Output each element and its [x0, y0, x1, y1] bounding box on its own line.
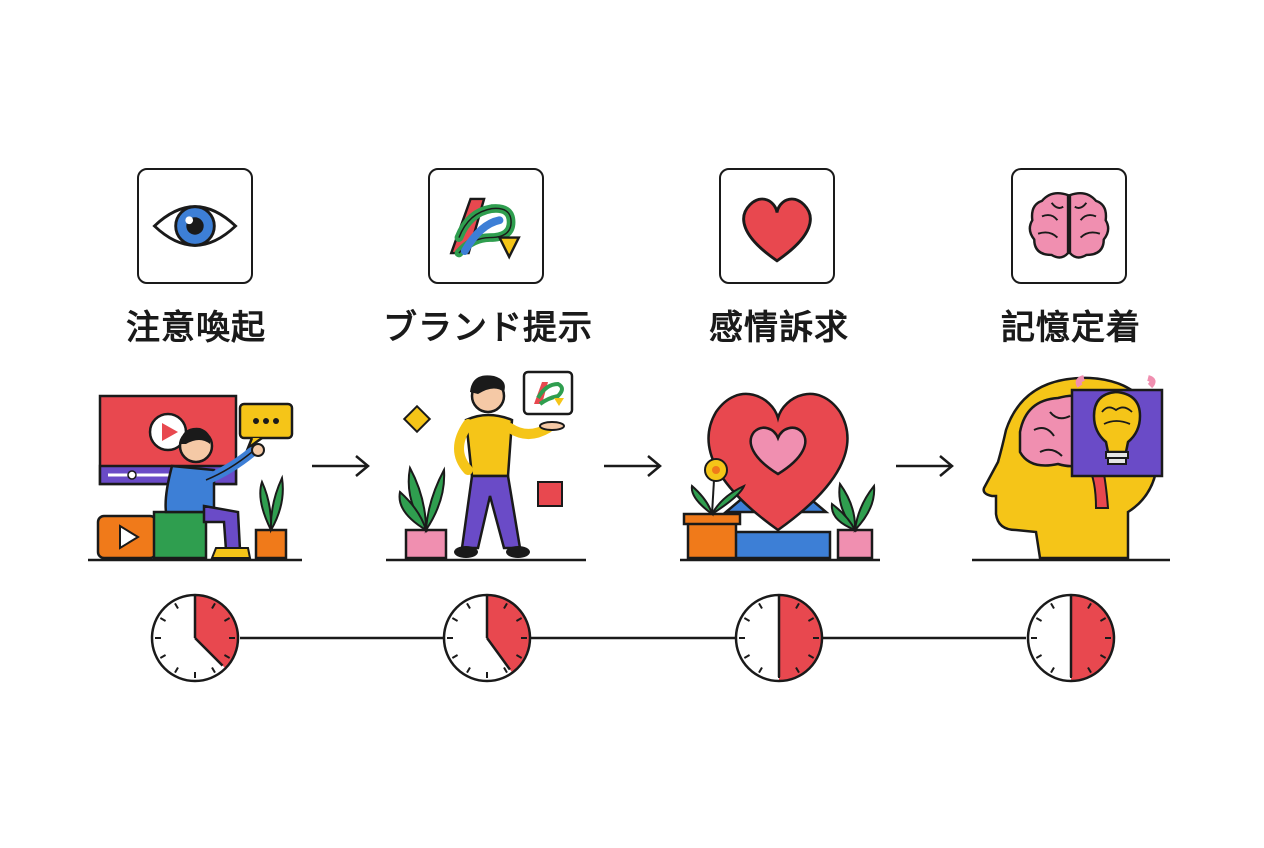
timer-4 [1026, 593, 1116, 683]
timer-1 [150, 593, 240, 683]
heart-icon [742, 197, 812, 263]
timer-elapsed-wedge [487, 595, 530, 673]
step-3-label: 感情訴求 [709, 308, 849, 348]
brain-icon [1028, 191, 1110, 259]
brand-logo-icon [449, 197, 521, 260]
eye-icon [152, 205, 238, 247]
timer-3 [734, 593, 824, 683]
scene-head-with-brain-and-lightbulb [972, 375, 1170, 562]
step-2-icon-box [428, 168, 544, 284]
timer-elapsed-wedge [1071, 595, 1114, 681]
scene-video-viewer [88, 394, 302, 562]
step-4-label: 記憶定着 [1001, 308, 1141, 348]
step-1-icon-box [137, 168, 253, 284]
arrow-1-to-2 [312, 455, 370, 477]
scene-heart-with-plants [680, 392, 880, 562]
step-4-icon-box [1011, 168, 1127, 284]
timer-elapsed-wedge [779, 595, 822, 681]
arrow-2-to-3 [604, 455, 662, 477]
arrow-3-to-4 [896, 455, 954, 477]
timer-2 [442, 593, 532, 683]
step-3-icon-box [719, 168, 835, 284]
scene-presenter-with-logo [386, 370, 586, 562]
timer-elapsed-wedge [195, 595, 239, 669]
timer-row [150, 593, 1116, 683]
step-2-label: ブランド提示 [383, 308, 593, 348]
step-1-label: 注意喚起 [126, 308, 266, 348]
